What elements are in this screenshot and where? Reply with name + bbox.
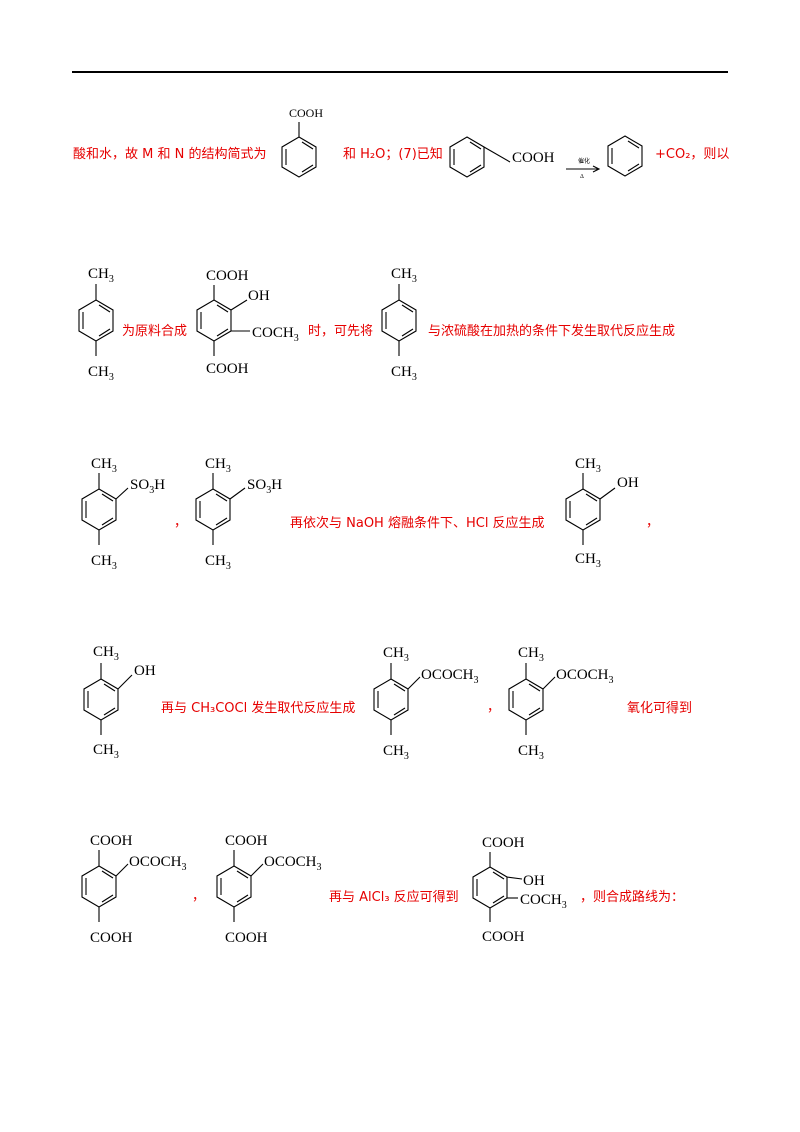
label-methyl: CH3 <box>518 645 544 664</box>
arrow-condition: 催化 <box>578 157 590 165</box>
structure-dicarboxylic-ester-2: COOH OCOCH3 COOH <box>216 833 322 946</box>
label-oh: OH <box>248 288 270 304</box>
label-methyl: CH3 <box>575 456 601 475</box>
label-cooh: COOH <box>482 929 525 945</box>
structure-ester-1: CH3 OCOCH3 CH3 <box>373 645 479 762</box>
label-methyl: CH3 <box>91 553 117 572</box>
structure-phenol-1: CH3 OH CH3 <box>565 456 639 570</box>
structure-benzoic-acid-2: COOH <box>449 136 555 178</box>
row3-comma-2: ， <box>646 515 660 530</box>
row1-text-1: 酸和水，故 M 和 N 的结构简式为 <box>73 147 267 162</box>
label-cooh: COOH <box>90 930 133 946</box>
label-methyl: CH3 <box>93 742 119 761</box>
label-cooh: COOH <box>225 833 268 849</box>
label-cooh: COOH <box>206 268 249 284</box>
structure-benzoic-acid-1: COOH <box>281 106 323 178</box>
label-methyl: CH3 <box>383 743 409 762</box>
row3-comma-1: ， <box>174 515 188 530</box>
label-acetyl: COCH3 <box>252 325 299 344</box>
label-oh: OH <box>134 663 156 679</box>
row2-text-2: 时，可先将 <box>308 324 374 339</box>
label-cooh: COOH <box>512 150 555 166</box>
label-methyl: CH3 <box>93 644 119 663</box>
label-methyl: CH3 <box>391 364 417 383</box>
row5-text-1: 再与 AlCl₃ 反应可得到 <box>329 890 459 905</box>
row5-comma-1: ， <box>192 889 206 904</box>
label-methyl: CH3 <box>205 553 231 572</box>
structure-p-xylene-1: CH3 CH3 <box>78 266 114 383</box>
label-oh: OH <box>523 873 545 889</box>
label-methyl: CH3 <box>383 645 409 664</box>
row1-text-2: 和 H₂O；(7)已知 <box>343 147 443 162</box>
structure-sulfonic-acid-1: CH3 SO3H CH3 <box>81 456 165 572</box>
row2-text-3: 与浓硫酸在加热的条件下发生取代反应生成 <box>428 324 676 339</box>
arrow-heat: Δ <box>580 174 584 180</box>
reaction-arrow: 催化 Δ <box>566 157 601 180</box>
row1-text-3: +CO₂，则以 <box>655 147 730 162</box>
label-acetoxy: OCOCH3 <box>421 667 479 686</box>
label-acetoxy: OCOCH3 <box>556 667 614 686</box>
structure-target-product-2: COOH OH COCH3 COOH <box>472 835 567 945</box>
label-cooh: COOH <box>225 930 268 946</box>
label-methyl: CH3 <box>575 551 601 570</box>
row3-text-1: 再依次与 NaOH 熔融条件下、HCl 反应生成 <box>290 516 545 531</box>
label-acetoxy: OCOCH3 <box>129 854 187 873</box>
label-methyl: CH3 <box>391 266 417 285</box>
label-oh: OH <box>617 475 639 491</box>
label-cooh: COOH <box>482 835 525 851</box>
label-cooh: COOH <box>206 361 249 377</box>
label-methyl: CH3 <box>518 743 544 762</box>
label-methyl: CH3 <box>91 456 117 475</box>
row2-text-1: 为原料合成 <box>122 324 188 339</box>
structure-dicarboxylic-ester-1: COOH OCOCH3 COOH <box>81 833 187 946</box>
label-sulfonic: SO3H <box>130 477 165 496</box>
structure-target-product-1: COOH OH COCH3 COOH <box>196 268 299 377</box>
structure-sulfonic-acid-2: CH3 SO3H CH3 <box>195 456 282 572</box>
label-acetyl: COCH3 <box>520 892 567 911</box>
label-sulfonic: SO3H <box>247 477 282 496</box>
label-methyl: CH3 <box>205 456 231 475</box>
label-acetoxy: OCOCH3 <box>264 854 322 873</box>
row4-comma-1: ， <box>487 700 501 715</box>
structure-ester-2: CH3 OCOCH3 CH3 <box>508 645 614 762</box>
row4-text-2: 氧化可得到 <box>627 701 693 716</box>
header-rule <box>72 71 728 73</box>
label-methyl: CH3 <box>88 266 114 285</box>
structure-benzene <box>607 135 643 177</box>
structure-phenol-2: CH3 OH CH3 <box>83 644 156 761</box>
label-methyl: CH3 <box>88 364 114 383</box>
row5-text-2: ，则合成路线为： <box>580 890 685 905</box>
label-cooh: COOH <box>289 106 323 120</box>
structure-p-xylene-2: CH3 CH3 <box>381 266 417 383</box>
label-cooh: COOH <box>90 833 133 849</box>
row4-text-1: 再与 CH₃COCl 发生取代反应生成 <box>161 701 356 716</box>
